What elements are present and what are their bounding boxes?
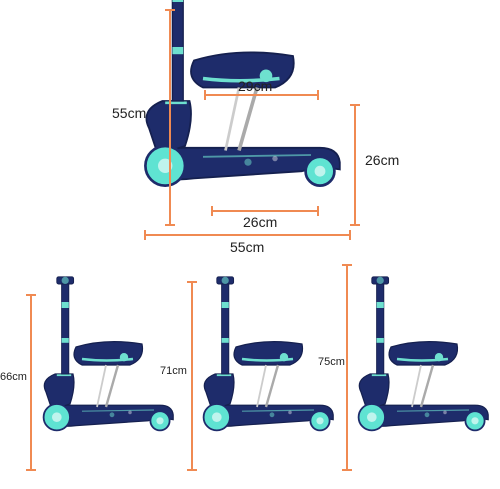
scooter-bottom-2 xyxy=(202,275,335,432)
top-deck-length-label: 26cm xyxy=(243,214,278,230)
bottom-height-label-2: 71cm xyxy=(160,365,187,377)
bottom-height-label-1: 66cm xyxy=(0,371,27,383)
scooter-bottom-3 xyxy=(357,275,490,432)
top-seat-width-label: 29cm xyxy=(238,78,273,94)
bottom-height-label-3: 75cm xyxy=(318,356,345,368)
top-seat-height-label: 26cm xyxy=(365,152,400,168)
scooter-bottom-1 xyxy=(42,275,175,432)
top-height-label: 55cm xyxy=(112,105,147,121)
top-total-length-label: 55cm xyxy=(230,239,265,255)
